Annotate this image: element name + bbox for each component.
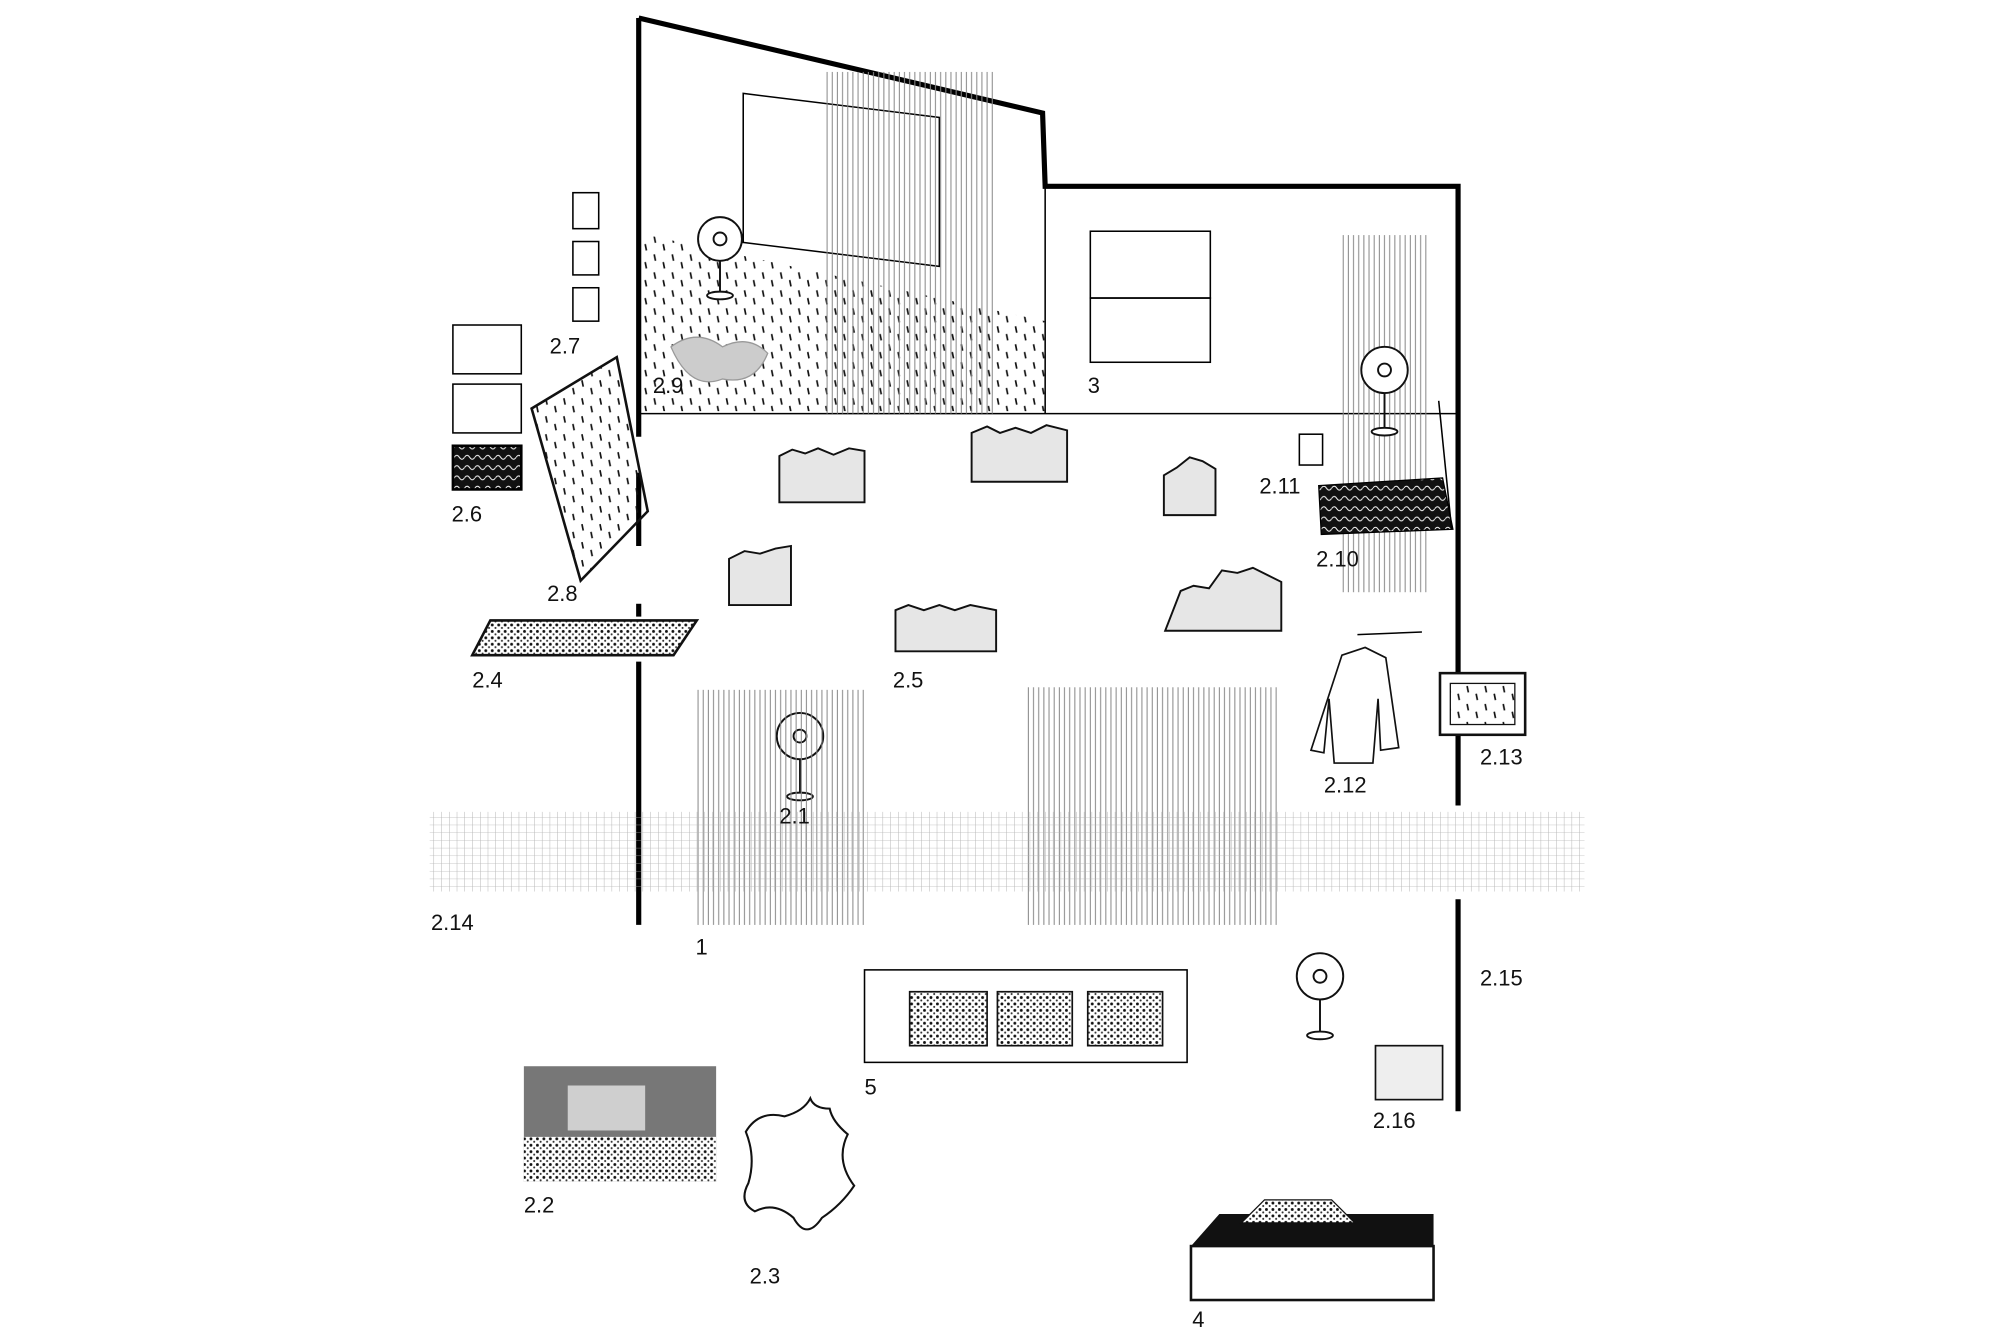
labels: 2.7 2.9 3 2.6 2.8 2.11 2.10 2.4 2.5 2.13… [431,333,1523,1332]
label-3: 3 [1088,373,1100,398]
panel-2-6-c [451,444,523,491]
sign-2-11 [1298,433,1324,466]
label-2-11: 2.11 [1259,473,1300,498]
print-2-7 [572,286,600,322]
label-2-7: 2.7 [550,333,580,358]
label-2-2: 2.2 [524,1193,554,1218]
label-2-9: 2.9 [653,373,683,398]
panel-2-6-a [452,324,523,375]
fabric-panel-2-8 [530,355,650,584]
fan-icon [1360,345,1409,437]
label-2-15: 2.15 [1480,965,1523,990]
sponge-block [1163,566,1283,632]
grille-top [825,71,994,414]
print-2-7 [572,191,600,230]
tray-2-4 [470,619,700,657]
photo-window [567,1085,646,1131]
sponge-block [1162,456,1217,517]
label-2-13: 2.13 [1480,744,1523,769]
label-2-8: 2.8 [547,581,577,606]
display-table-5 [863,969,1188,1064]
sponge-block [970,424,1069,483]
label-5: 5 [865,1075,877,1100]
ornate-mirror-2-3 [743,1095,856,1231]
label-2-12: 2.12 [1324,773,1367,798]
sponge-block [894,604,998,653]
dark-bench-2-10 [1318,477,1454,536]
print-2-7 [572,240,600,276]
books [908,990,1164,1047]
grille-right [1341,235,1430,593]
screen-3-lower [1089,297,1212,364]
fabric-curtain-2-14 [429,811,1585,892]
panel-2-6-b [452,383,523,434]
label-4: 4 [1192,1307,1204,1332]
lace-object [670,336,769,383]
label-2-14: 2.14 [431,910,474,935]
label-2-5: 2.5 [893,667,923,692]
photo-floor [523,1136,717,1182]
label-2-16: 2.16 [1373,1108,1416,1133]
bench-back [1437,400,1453,530]
sponge-blocks [728,424,1283,653]
fan-icon [1295,952,1345,1041]
picture-inner [1449,682,1516,726]
label-2-6: 2.6 [452,502,482,527]
shirt-2-12 [1309,646,1400,764]
label-2-1: 2.1 [779,803,809,828]
panel-2-16 [1374,1044,1444,1101]
hanging-rail [1357,631,1422,636]
sponge-block [728,544,792,607]
label-2-3: 2.3 [750,1263,780,1288]
sponge-block [778,447,866,504]
fan-icon [697,216,743,301]
label-2-4: 2.4 [472,667,502,692]
label-2-10: 2.10 [1316,547,1359,572]
label-1: 1 [695,935,707,960]
bench-4 [1189,1244,1435,1302]
bench-4-cushion [1239,1199,1357,1224]
screen-3-upper [1089,230,1212,299]
